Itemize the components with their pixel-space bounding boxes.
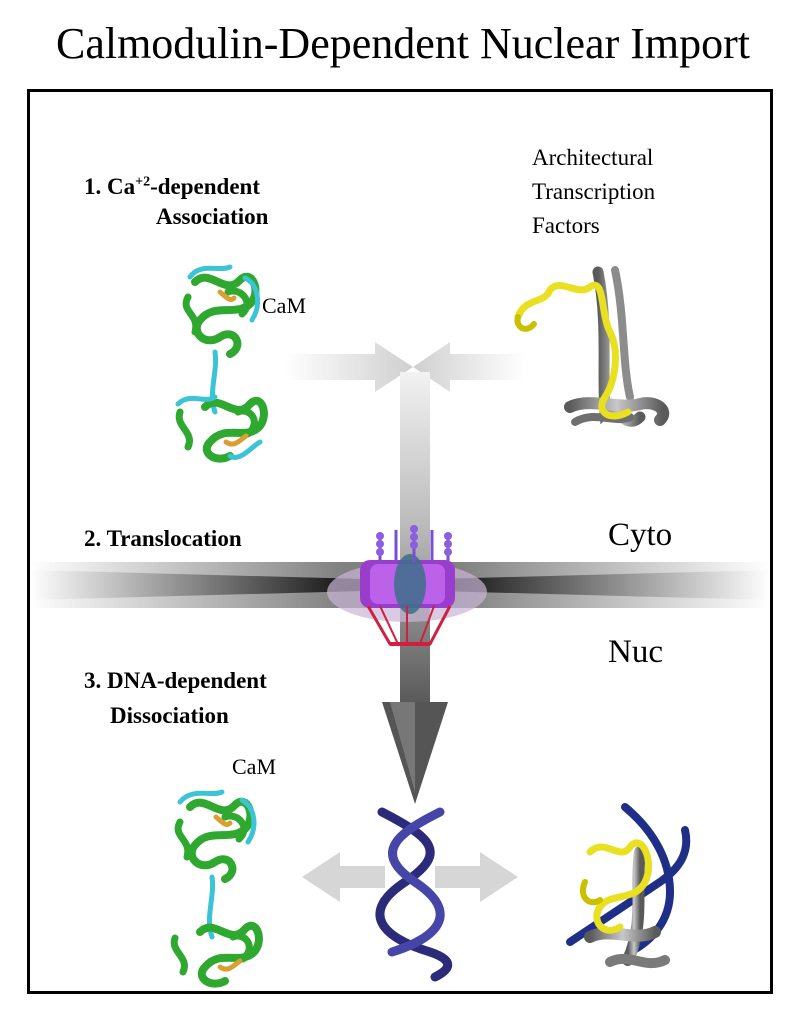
cytoplasm-label: Cyto xyxy=(608,517,673,553)
nucleus-label: Nuc xyxy=(608,634,663,670)
step-2-number: 2. xyxy=(84,526,102,551)
cam-label-top: CaM xyxy=(262,293,306,318)
step-1-ca: Ca xyxy=(107,174,136,199)
step-1-ca-charge: +2 xyxy=(135,174,151,190)
calmodulin-structure-top xyxy=(175,264,268,463)
step-3-label-line2: Dissociation xyxy=(110,703,229,728)
step-3-number: 3. xyxy=(84,668,102,693)
page-title: Calmodulin-Dependent Nuclear Import xyxy=(55,19,750,68)
dna-double-helix xyxy=(375,807,452,982)
step-1-label-line2: Association xyxy=(156,204,269,229)
step-1-label: 1. Ca+2-dependent xyxy=(84,173,260,201)
diagram-artwork xyxy=(30,264,770,988)
diagram-frame: 1. Ca+2-dependent Association 2. Translo… xyxy=(27,89,773,994)
nuclear-pore-complex xyxy=(327,525,487,646)
dissociation-arrows xyxy=(302,852,518,902)
translocation-arrow xyxy=(382,372,448,804)
association-arrows xyxy=(285,342,525,392)
step-3-text: DNA-dependent xyxy=(107,668,267,693)
cam-label-bottom: CaM xyxy=(232,754,276,779)
step-2-text: Translocation xyxy=(106,526,242,551)
atf-label-line2: Transcription xyxy=(532,179,656,204)
architectural-transcription-factor-structure xyxy=(514,266,670,427)
step-1-number: 1. xyxy=(84,174,102,199)
step-2-label: 2. Translocation xyxy=(84,525,242,553)
calmodulin-structure-bottom xyxy=(170,789,263,988)
atf-label-line3: Factors xyxy=(532,213,600,238)
atf-dna-complex-structure xyxy=(566,803,691,969)
atf-label-line1: Architectural xyxy=(532,145,654,170)
step-3-label: 3. DNA-dependent xyxy=(84,667,267,695)
step-1-dependent: -dependent xyxy=(150,174,261,199)
